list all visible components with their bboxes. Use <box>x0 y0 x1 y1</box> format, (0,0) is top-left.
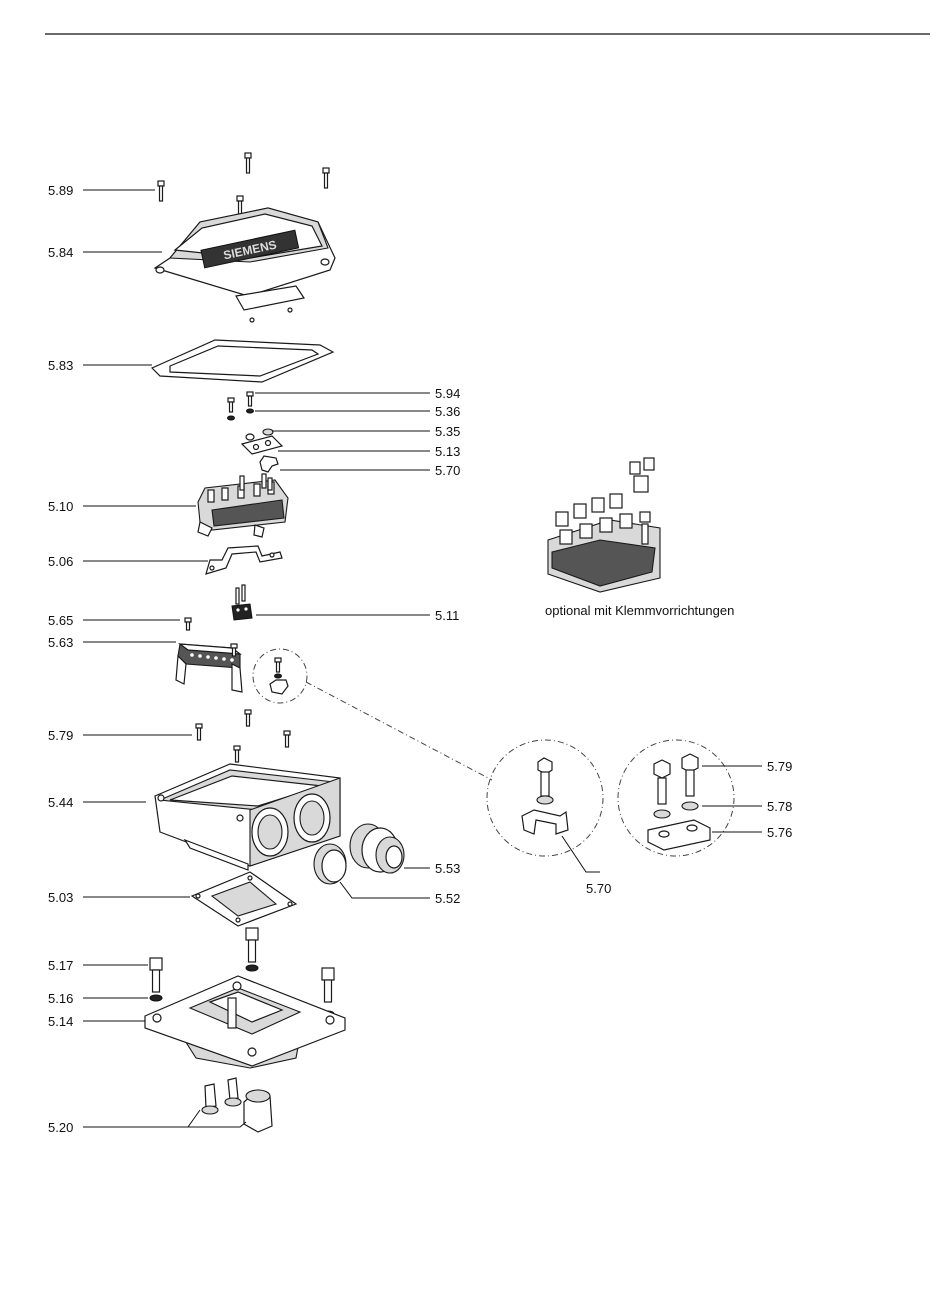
mounting-bracket <box>206 546 282 574</box>
label-5-20: 5.20 <box>48 1120 73 1135</box>
label-5-36: 5.36 <box>435 404 460 419</box>
label-5-06: 5.06 <box>48 554 73 569</box>
optional-clamp-assembly <box>548 458 660 592</box>
label-5-16: 5.16 <box>48 991 73 1006</box>
cable-gland <box>350 824 404 873</box>
label-5-14: 5.14 <box>48 1014 73 1029</box>
bottom-glands <box>202 1078 272 1132</box>
cover-gasket <box>152 340 333 382</box>
label-5-17: 5.17 <box>48 958 73 973</box>
detail-view-clip <box>487 740 603 856</box>
detail-view-link <box>618 740 734 856</box>
label-5-79: 5.79 <box>48 728 73 743</box>
cover-screws <box>158 153 329 216</box>
detail-label-5-76: 5.76 <box>767 825 792 840</box>
label-5-63: 5.63 <box>48 635 73 650</box>
terminal-5-11 <box>232 585 252 620</box>
earth-terminal-strip <box>176 618 242 692</box>
label-5-53: 5.53 <box>435 861 460 876</box>
label-5-65: 5.65 <box>48 613 73 628</box>
label-5-11: 5.11 <box>435 608 459 623</box>
housing-screws <box>196 710 290 762</box>
terminal-block <box>198 474 288 537</box>
label-5-35: 5.35 <box>435 424 460 439</box>
label-5-89: 5.89 <box>48 183 73 198</box>
label-5-84: 5.84 <box>48 245 73 260</box>
link-parts <box>242 429 282 472</box>
label-5-13: 5.13 <box>435 444 460 459</box>
blanking-plug <box>314 844 346 884</box>
label-5-10: 5.10 <box>48 499 73 514</box>
detail-label-5-79: 5.79 <box>767 759 792 774</box>
terminal-screws <box>228 392 254 420</box>
housing-cover: SIEMENS <box>155 208 335 322</box>
base-gasket <box>192 872 296 926</box>
detail-label-5-78: 5.78 <box>767 799 792 814</box>
detail-label-5-70: 5.70 <box>586 881 611 896</box>
label-5-03: 5.03 <box>48 890 73 905</box>
label-5-94: 5.94 <box>435 386 460 401</box>
terminal-box-housing <box>155 764 340 870</box>
label-5-52: 5.52 <box>435 891 460 906</box>
optional-caption: optional mit Klemmvorrichtungen <box>545 603 734 618</box>
base-plate <box>145 976 345 1068</box>
label-5-70: 5.70 <box>435 463 460 478</box>
detail-callout <box>253 649 492 780</box>
label-5-44: 5.44 <box>48 795 73 810</box>
label-5-83: 5.83 <box>48 358 73 373</box>
